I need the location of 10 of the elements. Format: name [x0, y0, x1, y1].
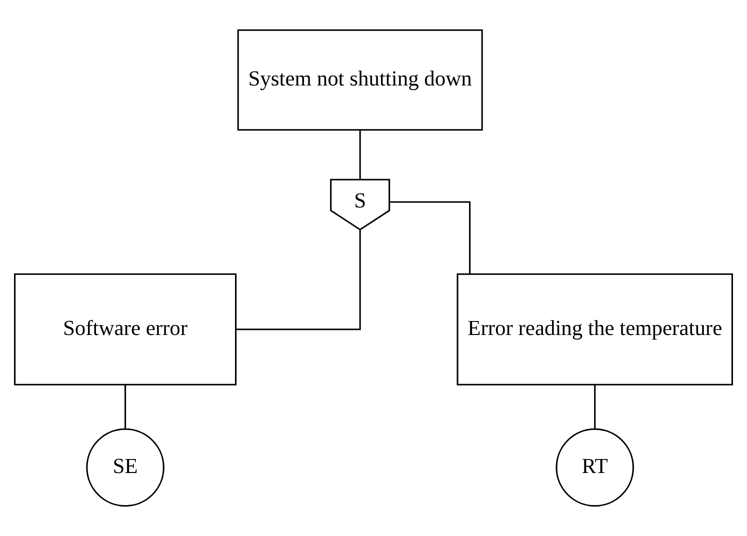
node-box: Error reading the temperature [456, 273, 733, 386]
node-circle: RT [556, 428, 634, 507]
connector [389, 201, 471, 274]
connector [236, 230, 361, 330]
connector [594, 384, 596, 430]
connector [359, 130, 361, 180]
connector [124, 384, 126, 430]
node-circle: SE [86, 428, 164, 507]
node-box: Software error [14, 273, 237, 386]
node-box: System not shutting down [237, 29, 483, 131]
